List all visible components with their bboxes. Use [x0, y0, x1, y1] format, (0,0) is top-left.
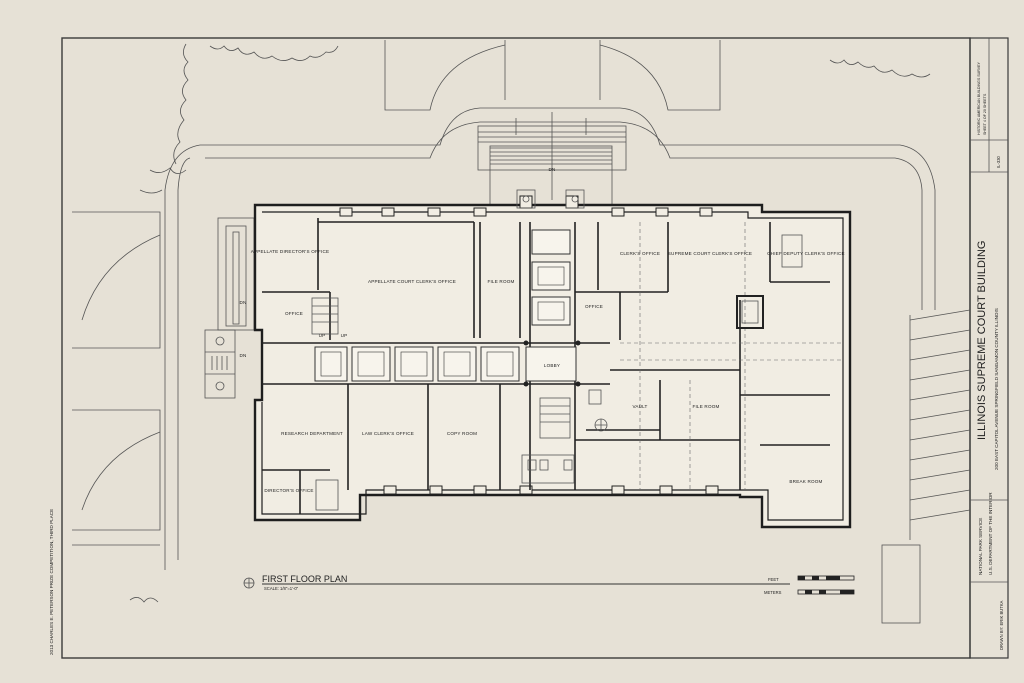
feet-label: FEET: [768, 577, 779, 582]
meters-label: METERS: [764, 590, 782, 595]
label-break-room: BREAK ROOM: [789, 479, 822, 484]
building-name: ILLINOIS SUPREME COURT BUILDING: [976, 241, 988, 440]
agency-1: NATIONAL PARK SERVICE: [978, 518, 983, 575]
dn-side-2: DN: [239, 300, 246, 305]
drawing-scale: SCALE: 1/8"=1'-0": [264, 586, 299, 591]
planter-symbols: [516, 189, 585, 209]
label-office-1: OFFICE: [285, 311, 303, 316]
tree-outlines: [129, 43, 931, 603]
label-appellate-clerk: APPELLATE COURT CLERK'S OFFICE: [368, 279, 456, 284]
site-beds-left: [72, 211, 971, 624]
competition-note: 2013 CHARLES E. PETERSON PRIZE COMPETITI…: [49, 509, 54, 655]
title-block-text: ILLINOIS SUPREME COURT BUILDING 200 EAST…: [49, 61, 1004, 655]
left-ramp: [204, 217, 255, 399]
front-stairs: [478, 112, 626, 211]
label-file-room-2: FILE ROOM: [692, 404, 719, 409]
label-office-2: OFFICE: [585, 304, 603, 309]
beam-lines: [620, 222, 843, 490]
survey-number: IL-330: [996, 155, 1001, 168]
interior-stair: [311, 297, 339, 335]
label-appellate-director: APPELLATE DIRECTOR'S OFFICE: [251, 249, 330, 254]
label-vault: VAULT: [632, 404, 647, 409]
stair-markers: DN DN DN UP UP: [239, 167, 555, 358]
interior-walls: [262, 218, 830, 514]
drawing-title: FIRST FLOOR PLAN: [262, 574, 347, 584]
restrooms: [521, 454, 575, 484]
agency-2: U.S. DEPARTMENT OF THE INTERIOR: [988, 492, 993, 575]
label-lobby: LOBBY: [544, 363, 560, 368]
label-research: RESEARCH DEPARTMENT: [281, 431, 343, 436]
label-copy-room: COPY ROOM: [447, 431, 477, 436]
label-clerks-office: CLERK'S OFFICE: [620, 251, 660, 256]
drawn-by: DRAWN BY: ERIK BUTKA: [999, 600, 1004, 650]
room-labels: APPELLATE DIRECTOR'S OFFICE APPELLATE CO…: [251, 249, 845, 493]
sheet-of: SHEET 4 OF 20 SHEETS: [983, 93, 987, 135]
habs-label: HISTORIC AMERICAN BUILDINGS SURVEY: [977, 61, 981, 135]
building-address: 200 EAST CAPITOL AVENUE SPRINGFIELD SANG…: [994, 308, 999, 470]
up-1: UP: [319, 333, 326, 338]
label-file-room-1: FILE ROOM: [487, 279, 514, 284]
corridor-panels: [314, 229, 577, 382]
dn-front: DN: [548, 167, 555, 172]
label-supreme-clerk: SUPREME COURT CLERK'S OFFICE: [668, 251, 752, 256]
label-chief-deputy: CHIEF DEPUTY CLERK'S OFFICE: [767, 251, 845, 256]
drawing-title-block: FIRST FLOOR PLAN SCALE: 1/8"=1'-0" FEET …: [243, 574, 790, 595]
scale-bar: [797, 575, 855, 595]
column-box: [736, 295, 764, 329]
label-directors-office: DIRECTOR'S OFFICE: [264, 488, 313, 493]
up-2: UP: [341, 333, 348, 338]
column-dots: [523, 340, 581, 387]
dn-side: DN: [239, 353, 246, 358]
label-law-clerks: LAW CLERK'S OFFICE: [362, 431, 414, 436]
